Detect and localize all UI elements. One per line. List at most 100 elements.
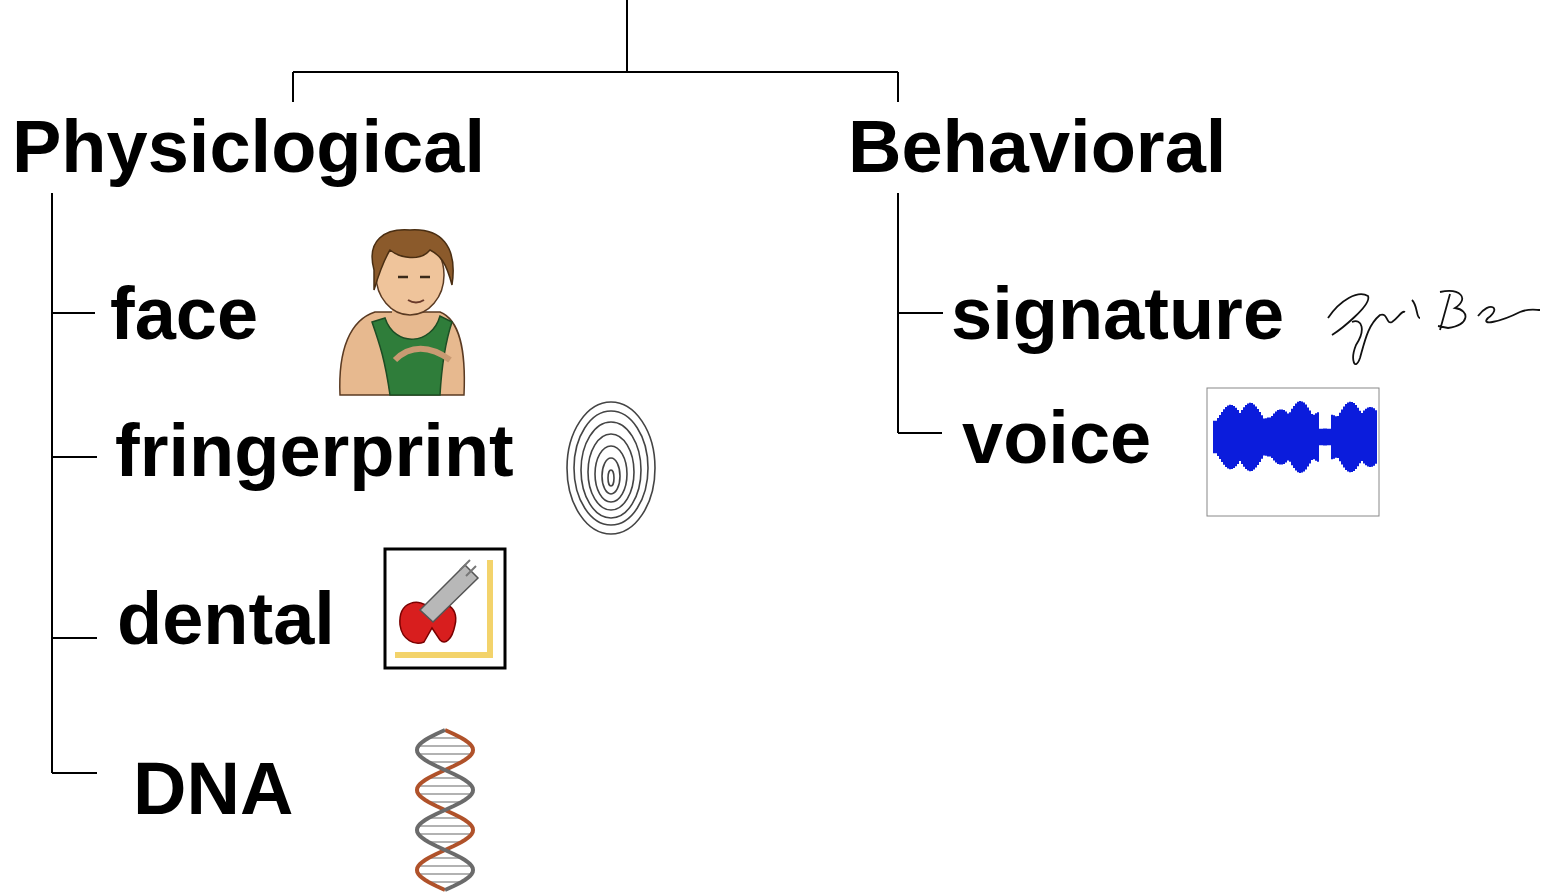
wave-stroke [1227, 406, 1229, 469]
wave-stroke [1299, 401, 1301, 473]
signature-icon [1328, 291, 1540, 364]
wave-stroke [1279, 409, 1281, 464]
wave-stroke [1215, 421, 1217, 453]
tree-label: Physiclogical [12, 110, 485, 184]
wave-stroke [1355, 405, 1357, 469]
tree-label: signature [951, 277, 1284, 351]
dna-rung [418, 825, 471, 827]
wave-stroke [1221, 412, 1223, 462]
dna-rung [418, 753, 471, 755]
wave-stroke [1341, 410, 1343, 465]
wave-stroke [1335, 416, 1337, 458]
wave-stroke [1233, 406, 1235, 468]
wave-stroke [1295, 404, 1297, 471]
wave-stroke [1365, 409, 1367, 466]
wave-stroke [1269, 418, 1271, 457]
wave-stroke [1367, 407, 1369, 466]
wave-stroke [1273, 414, 1275, 461]
wave-stroke [1375, 410, 1377, 464]
wave-stroke [1237, 410, 1239, 464]
dna-strand [417, 730, 473, 890]
wave-stroke [1267, 418, 1269, 457]
wave-stroke [1313, 415, 1315, 460]
wave-stroke [1243, 407, 1245, 467]
wave-stroke [1245, 405, 1247, 469]
wave-stroke [1275, 412, 1277, 463]
tree-label: DNA [133, 752, 293, 826]
wave-stroke [1271, 416, 1273, 458]
wave-stroke [1239, 413, 1241, 461]
wave-stroke [1343, 407, 1345, 468]
wave-stroke [1373, 408, 1375, 465]
wave-stroke [1265, 418, 1267, 456]
wave-stroke [1257, 409, 1259, 465]
wave-stroke [1297, 402, 1299, 472]
wave-stroke [1331, 415, 1333, 460]
dna-rung [418, 865, 471, 867]
dna-rung [418, 785, 471, 787]
tree-label: fringerprint [115, 414, 514, 488]
fingerprint-icon [567, 402, 655, 534]
wave-stroke [1303, 403, 1305, 472]
wave-stroke [1261, 415, 1263, 459]
wave-stroke [1371, 407, 1373, 467]
wave-stroke [1251, 403, 1253, 471]
wave-stroke [1293, 406, 1295, 468]
wave-stroke [1305, 405, 1307, 470]
wave-stroke [1217, 418, 1219, 456]
dental-icon [385, 549, 505, 668]
dna-rung [418, 873, 471, 875]
wave-stroke [1309, 411, 1311, 464]
dna-rung [418, 793, 471, 795]
wave-stroke [1353, 403, 1355, 471]
wave-stroke [1225, 407, 1227, 467]
dna-rung [418, 745, 471, 747]
face-icon [340, 230, 465, 395]
wave-stroke [1337, 416, 1339, 458]
wave-stroke [1213, 421, 1215, 454]
wave-stroke [1315, 413, 1317, 461]
wave-stroke [1333, 415, 1335, 459]
wave-stroke [1219, 415, 1221, 459]
wave-stroke [1235, 408, 1237, 467]
wave-stroke [1351, 402, 1353, 472]
wave-stroke [1361, 413, 1363, 461]
wave-stroke [1263, 418, 1265, 455]
tree-label: face [110, 277, 258, 351]
dna-rung [418, 833, 471, 835]
dna-icon [417, 730, 473, 890]
wave-stroke [1259, 412, 1261, 462]
wave-stroke [1347, 403, 1349, 472]
dna-strand [417, 730, 473, 890]
wave-stroke [1321, 429, 1323, 446]
wave-stroke [1241, 410, 1243, 464]
wave-stroke [1317, 412, 1319, 461]
tree-label: Behavioral [848, 110, 1226, 184]
tree-label: voice [962, 401, 1151, 475]
wave-stroke [1247, 404, 1249, 471]
wave-stroke [1369, 407, 1371, 467]
wave-stroke [1357, 408, 1359, 467]
wave-stroke [1223, 409, 1225, 465]
wave-stroke [1285, 412, 1287, 463]
wave-stroke [1359, 411, 1361, 463]
wave-stroke [1339, 413, 1341, 462]
wave-stroke [1253, 404, 1255, 469]
wave-stroke [1281, 409, 1283, 464]
wave-stroke [1231, 405, 1233, 469]
wave-stroke [1301, 401, 1303, 472]
wave-stroke [1319, 429, 1321, 445]
wave-stroke [1329, 429, 1331, 445]
wave-stroke [1349, 402, 1351, 473]
wave-stroke [1249, 403, 1251, 471]
wave-stroke [1345, 404, 1347, 470]
wave-stroke [1287, 414, 1289, 461]
wave-stroke [1291, 409, 1293, 465]
tree-label: dental [117, 582, 335, 656]
wave-stroke [1323, 429, 1325, 446]
wave-stroke [1327, 429, 1329, 446]
wave-stroke [1229, 405, 1231, 470]
wave-stroke [1311, 414, 1313, 460]
wave-stroke [1289, 412, 1291, 462]
wave-stroke [1307, 407, 1309, 466]
